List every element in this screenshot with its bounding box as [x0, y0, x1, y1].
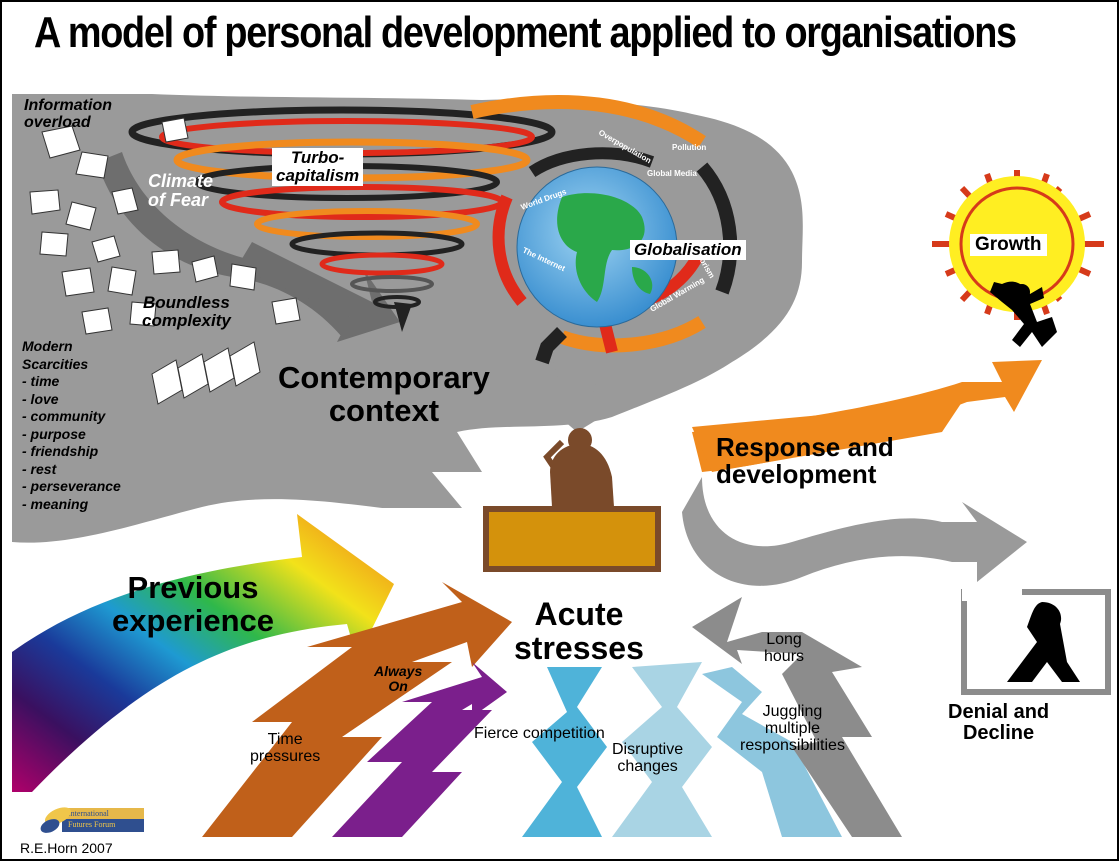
- globalisation-label: Globalisation: [630, 240, 746, 260]
- context-arrow-2: [542, 322, 642, 432]
- svg-text:Pollution: Pollution: [672, 143, 706, 152]
- denial-figure: [961, 587, 1111, 695]
- fierce-competition-arrow: [332, 662, 507, 837]
- juggling-responsibilities-label: Juggling multiple responsibilities: [740, 703, 845, 754]
- globe-cluster: [470, 95, 738, 365]
- growth-sun: [932, 170, 1104, 347]
- author-credit: R.E.Horn 2007: [20, 840, 113, 856]
- always-on-label: Always On: [374, 663, 423, 694]
- fierce-competition-label: Fierce competition: [474, 725, 605, 742]
- time-pressures-label: Time pressures: [250, 731, 321, 765]
- long-hours-arrow: [692, 597, 902, 837]
- growth-label: Growth: [970, 234, 1047, 256]
- acute-stresses-label: Acute stresses: [514, 596, 644, 666]
- turbo-capitalism-label: Turbo- capitalism: [272, 148, 364, 186]
- time-pressures-arrow: [202, 582, 512, 837]
- person-at-desk: [483, 428, 661, 572]
- page-title: A model of personal development applied …: [34, 8, 1017, 57]
- previous-experience-label: Previous experience: [112, 570, 274, 638]
- modern-scarcities-list: Modern Scarcities - time - love - commun…: [22, 338, 121, 512]
- juggling-arrow: [702, 667, 842, 837]
- svg-text:Global Media: Global Media: [647, 169, 697, 178]
- boundless-complexity-label: Boundless complexity: [142, 293, 231, 330]
- climate-of-fear-label: Climate of Fear: [148, 171, 214, 210]
- previous-experience-arrow: [12, 514, 394, 792]
- disruptive-arrow: [522, 667, 607, 837]
- response-development-label: Response and development: [716, 432, 894, 490]
- long-hours-label: Long hours: [764, 631, 805, 665]
- logo-mark-icon: [40, 807, 72, 833]
- disruptive-changes-label: Disruptive changes: [612, 741, 684, 775]
- paper-sheets: [29, 117, 301, 405]
- decline-arrow: [682, 477, 1027, 586]
- denial-decline-label: Denial and Decline: [948, 701, 1050, 744]
- response-arrow-body: [692, 402, 962, 472]
- futures-forum-logo: International Futures Forum: [62, 808, 144, 832]
- context-arrow-1: [237, 242, 400, 342]
- disruptive-light-arrow: [612, 662, 712, 837]
- info-overload-label: Information overload: [24, 97, 112, 131]
- contemporary-context-label: Contemporary context: [278, 360, 490, 428]
